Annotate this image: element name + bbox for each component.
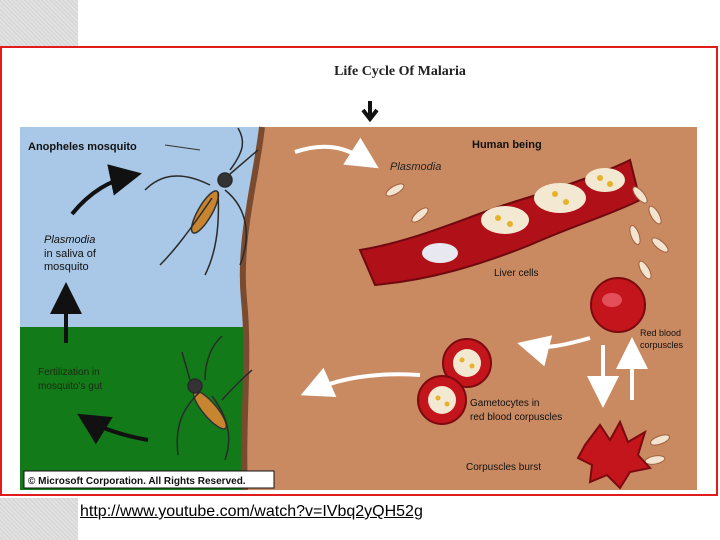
label-corpuscles-burst: Corpuscles burst	[466, 462, 541, 473]
cycle-arrows-black	[50, 164, 149, 445]
label-plasmodia-left: Plasmodia	[44, 234, 95, 246]
youtube-link[interactable]: http://www.youtube.com/watch?v=IVbq2yQH5…	[80, 503, 423, 520]
label-gametocytes-2: red blood corpuscles	[470, 412, 562, 423]
label-anopheles-mosquito: Anopheles mosquito	[28, 141, 137, 153]
label-fertilization-2: mosquito's gut	[38, 381, 102, 392]
label-plasmodia-top: Plasmodia	[390, 161, 441, 173]
cycle-arrows-white	[294, 137, 648, 408]
label-gametocytes: Gametocytes in	[470, 398, 539, 409]
malaria-life-cycle-diagram: Life Cycle Of Malaria	[20, 64, 697, 491]
liver-cells	[358, 158, 642, 287]
burst-corpuscle	[576, 419, 652, 490]
label-plasmodia-left-2: in saliva of	[44, 248, 97, 260]
red-blood-corpuscle	[590, 277, 646, 333]
label-fertilization: Fertilization in	[38, 367, 100, 378]
sky-background	[20, 127, 260, 327]
copyright-text: © Microsoft Corporation. All Rights Rese…	[28, 476, 246, 487]
grass-background	[20, 327, 260, 490]
skin-edge	[239, 126, 265, 491]
mosquito-top-icon	[144, 127, 259, 276]
label-liver-cells: Liver cells	[494, 268, 538, 279]
copyright-box	[23, 470, 275, 489]
label-red-blood-2: corpuscles	[640, 340, 684, 350]
gametocyte-cells	[417, 338, 492, 425]
corner-decoration-top	[0, 0, 78, 46]
corner-decoration-bottom	[0, 498, 78, 540]
label-red-blood: Red blood	[640, 328, 681, 338]
diagram-title: Life Cycle Of Malaria	[334, 64, 466, 79]
mosquito-bottom-icon	[176, 335, 253, 461]
label-human-being: Human being	[472, 139, 542, 151]
plasmodia-crescents	[385, 183, 670, 465]
down-arrow-icon	[361, 101, 379, 123]
label-plasmodia-left-3: mosquito	[44, 261, 89, 273]
mosquito-label-line	[164, 144, 201, 151]
